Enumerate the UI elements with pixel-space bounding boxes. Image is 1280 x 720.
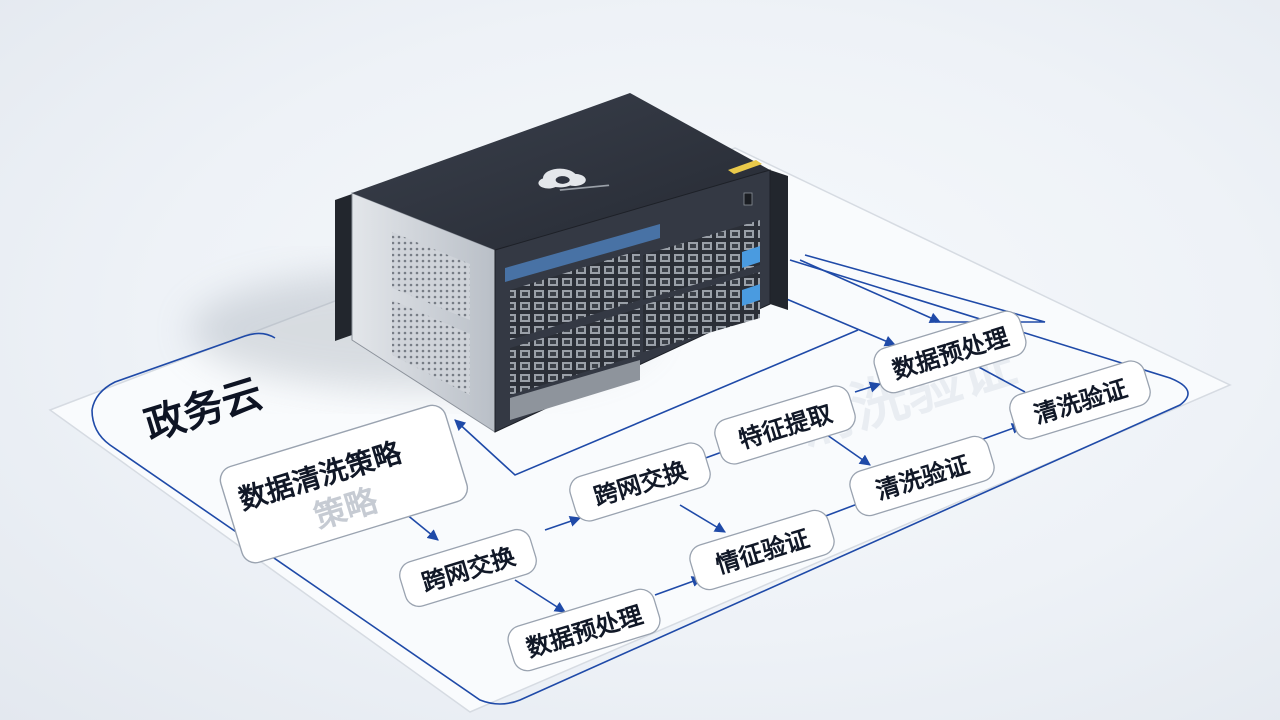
node-feature-extract[interactable]: 特征提取 <box>711 383 858 468</box>
line-server-to-n7 <box>769 291 897 347</box>
front-blue-tag-1 <box>742 246 760 268</box>
power-switch <box>743 192 753 206</box>
front-module-4 <box>643 272 760 352</box>
front-module-1 <box>510 250 640 340</box>
arrow-n2-n4 <box>654 576 704 596</box>
top-label-sticker <box>728 160 762 174</box>
front-indicator-strip <box>505 224 660 282</box>
side-vent-top <box>392 232 470 320</box>
server-chassis <box>335 93 788 433</box>
arrow-n1-n3 <box>544 515 582 531</box>
front-module-3 <box>510 308 640 395</box>
rack-ear-left <box>335 194 352 341</box>
front-module-2 <box>643 220 760 300</box>
arrow-n3-n4 <box>679 504 726 533</box>
arrow-n1-n2 <box>514 579 566 613</box>
front-module-5 <box>510 360 640 420</box>
line-n7-n8 <box>974 364 1026 393</box>
line-bottom-loop <box>454 329 859 476</box>
boundary-outline <box>91 259 1189 705</box>
side-vent-bottom <box>392 300 470 395</box>
rack-ear-right <box>770 170 788 310</box>
flow-connectors <box>394 254 1046 613</box>
arrow-n5-n7 <box>854 381 882 393</box>
line-return-top <box>799 259 942 324</box>
strategy-card[interactable]: 数据清洗策略 策略 <box>217 402 471 566</box>
front-blue-tag-2 <box>742 284 760 306</box>
cloud-logo-icon <box>538 168 610 191</box>
